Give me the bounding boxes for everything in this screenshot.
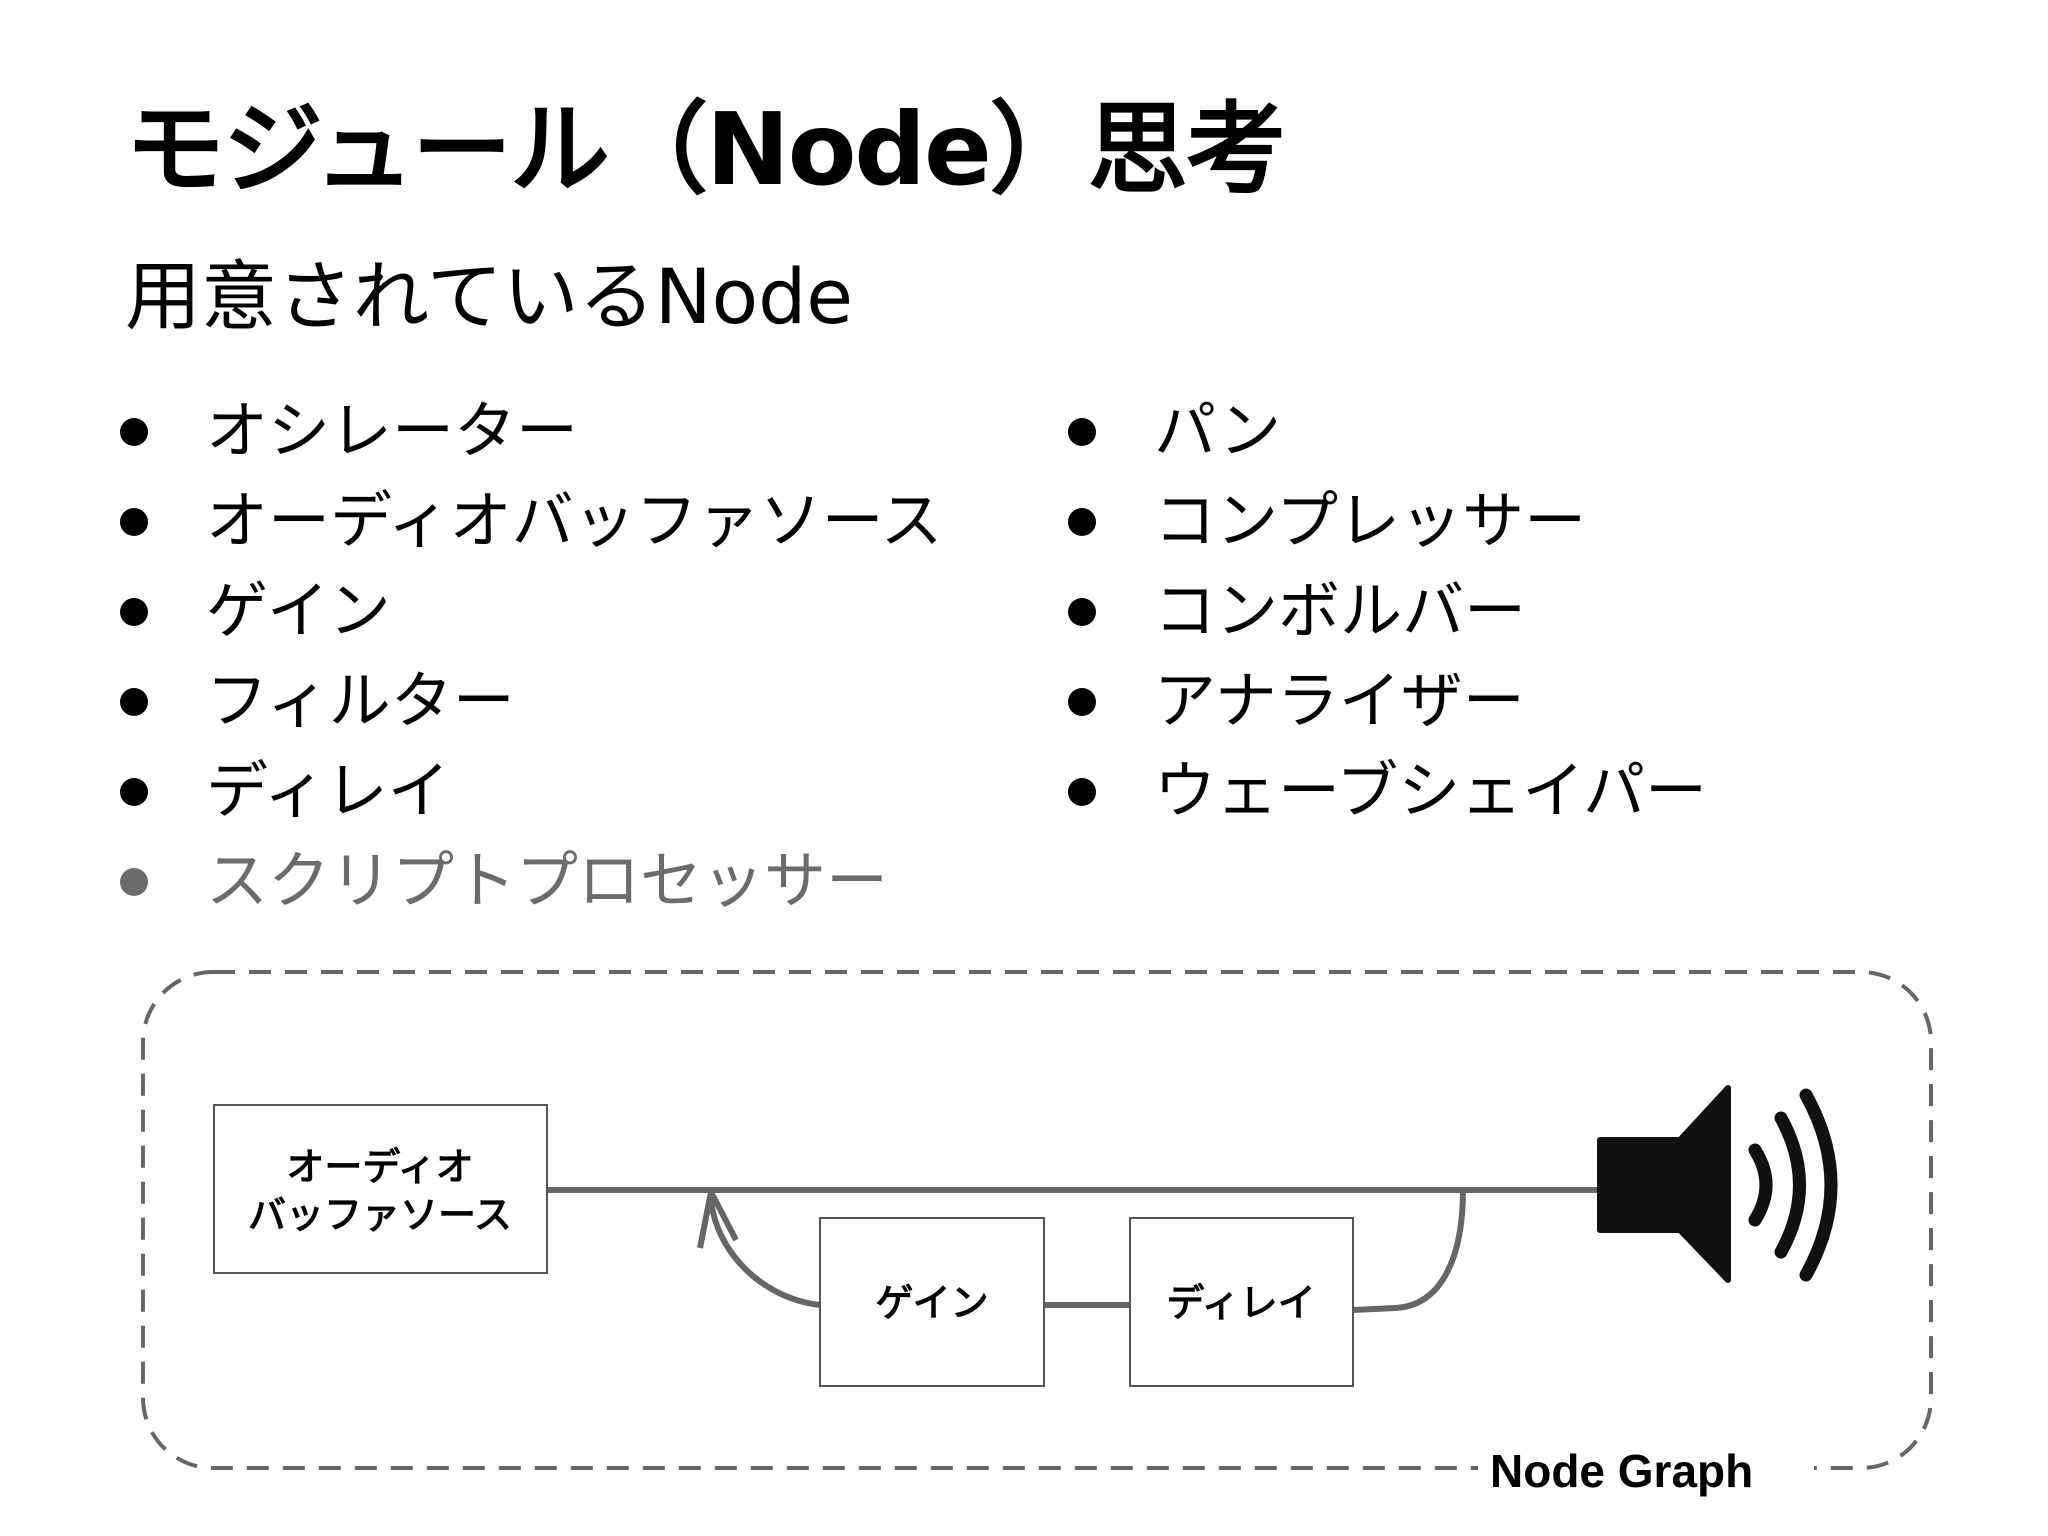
list-item: オーディオバッファソース xyxy=(120,476,943,566)
list-item: アナライザー xyxy=(1068,656,1707,746)
list-item-label: ゲイン xyxy=(206,574,391,647)
list-item: ディレイ xyxy=(120,746,943,836)
node-graph-border xyxy=(141,970,1933,1470)
slide-subtitle: 用意されているNode xyxy=(125,252,854,341)
delay-input-connection xyxy=(1352,1189,1466,1313)
list-item-label: ウェーブシェイパー xyxy=(1154,754,1708,827)
source-node-box xyxy=(213,1104,548,1274)
list-item-dimmed: スクリプトプロセッサー xyxy=(120,836,943,926)
bullet-icon xyxy=(120,688,148,716)
bullet-icon xyxy=(1068,598,1096,626)
list-item: オシレーター xyxy=(120,386,943,476)
bullet-icon xyxy=(120,508,148,536)
delay-node-box xyxy=(1129,1217,1354,1387)
list-item: ゲイン xyxy=(120,566,943,656)
speaker-icon xyxy=(1597,1085,1838,1283)
gain-node-label: ゲイン xyxy=(875,1281,988,1325)
list-item-label: オシレーター xyxy=(206,394,579,467)
list-item-label: パン xyxy=(1154,394,1282,467)
list-item-label: フィルター xyxy=(206,664,515,737)
node-list-right: パン コンプレッサー コンボルバー アナライザー ウェーブシェイパー xyxy=(1068,386,1707,836)
list-item-label: オーディオバッファソース xyxy=(206,484,943,557)
list-item: コンボルバー xyxy=(1068,566,1707,656)
source-node-label-line2: バッファソース xyxy=(248,1193,512,1237)
list-item: フィルター xyxy=(120,656,943,746)
bullet-icon xyxy=(1068,778,1096,806)
delay-node-label: ディレイ xyxy=(1166,1281,1315,1325)
list-item-label: ディレイ xyxy=(206,754,450,827)
source-node-label-line1: オーディオ xyxy=(286,1145,473,1189)
feedback-connection xyxy=(708,1199,821,1308)
bullet-icon xyxy=(120,418,148,446)
list-item: コンプレッサー xyxy=(1068,476,1707,566)
bullet-icon xyxy=(120,778,148,806)
node-list-left: オシレーター オーディオバッファソース ゲイン フィルター ディレイ スクリプト… xyxy=(120,386,943,926)
node-graph-label: Node Graph xyxy=(1490,1445,1753,1497)
list-item-label: アナライザー xyxy=(1154,664,1525,737)
list-item-label: スクリプトプロセッサー xyxy=(206,844,889,917)
arrow-head-icon xyxy=(697,1189,739,1249)
slide-title: モジュール（Node）思考 xyxy=(125,91,1286,208)
list-item-label: コンボルバー xyxy=(1154,574,1527,647)
list-item: パン xyxy=(1068,386,1707,476)
bullet-icon xyxy=(120,868,148,896)
label-background xyxy=(1478,1440,1814,1500)
bullet-icon xyxy=(120,598,148,626)
list-item: ウェーブシェイパー xyxy=(1068,746,1707,836)
bullet-icon xyxy=(1068,418,1096,446)
gain-node-box xyxy=(819,1217,1045,1387)
bullet-icon xyxy=(1068,508,1096,536)
list-item-label: コンプレッサー xyxy=(1154,484,1587,557)
bullet-icon xyxy=(1068,688,1096,716)
